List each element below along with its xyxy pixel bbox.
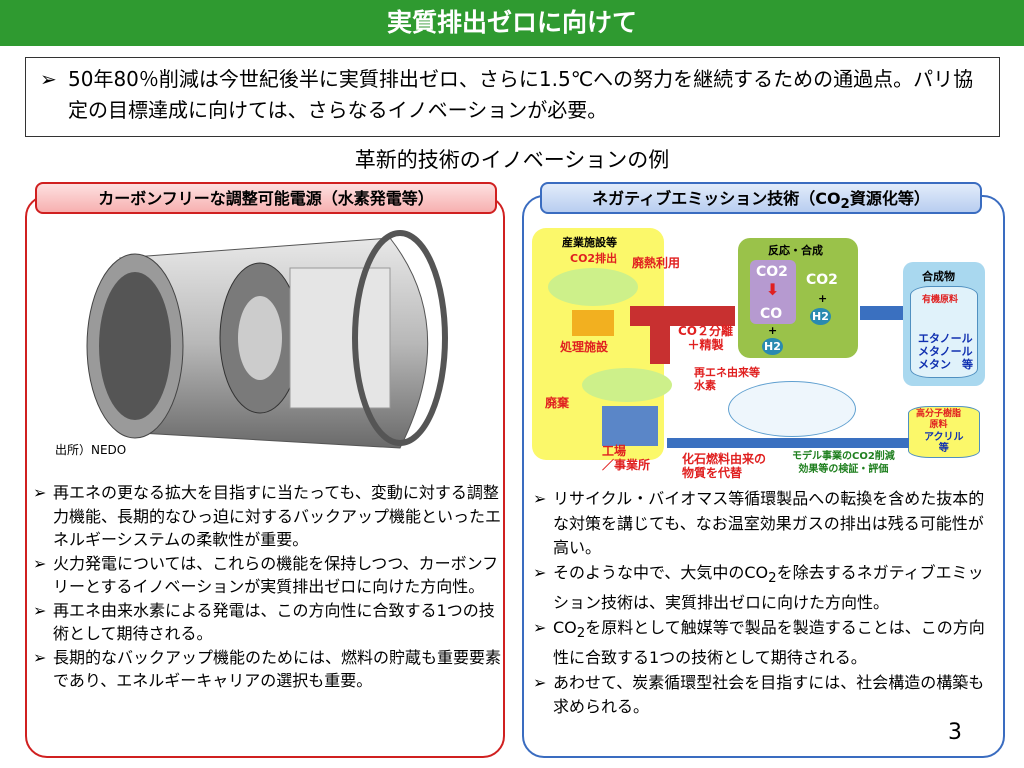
return-arrow	[667, 438, 909, 448]
page-number: 3	[948, 720, 962, 745]
left-panel-label: カーボンフリーな調整可能電源（水素発電等）	[35, 182, 497, 214]
co2-cloud-icon	[582, 368, 672, 402]
bullet-arrow-icon: ➢	[533, 489, 547, 508]
h2-icon: H2	[810, 308, 831, 325]
plus-sign: +	[768, 324, 778, 337]
waste-heat-label: 廃熱利用	[632, 256, 681, 270]
label-sub: 2	[840, 197, 850, 213]
left-bullets: ➢ 再エネの更なる拡大を目指すに当たっても、変動に対する調整力機能、長期的なひっ迫…	[33, 481, 503, 693]
output-arrow	[860, 306, 905, 320]
treatment-label: 処理施設	[560, 340, 609, 354]
model-label: モデル事業のCO2削減 効果等の検証・評価	[792, 451, 895, 475]
bullet-arrow-icon: ➢	[33, 647, 47, 667]
bullet-arrow-icon: ➢	[533, 617, 547, 637]
bullet-arrow-icon: ➢	[33, 553, 47, 573]
bullet-text: そのような中で、大気中のCO2を除去するネガティブエミッション技術は、実質排出ゼ…	[553, 562, 984, 613]
turbine-image	[86, 230, 448, 449]
bullet-text: 再エネの更なる拡大を目指すに当たっても、変動に対する調整力機能、長期的なひっ迫に…	[53, 483, 502, 549]
conversion-box	[750, 260, 796, 324]
label-text: ネガティブエミッション技術（CO	[592, 189, 841, 208]
separation-label: CO２分離 ＋精製	[678, 324, 734, 352]
h2-icon: H2	[762, 338, 783, 355]
bullet-text: あわせて、炭素循環型社会を目指すには、社会構造の構築も求められる。	[553, 672, 985, 717]
bullet-arrow-icon: ➢	[33, 483, 47, 502]
replace-label: 化石燃料由来の 物質を代替	[682, 452, 767, 480]
summary-text: 50年80％削減は今世紀後半に実質排出ゼロ、さらに1.5℃への努力を継続するため…	[68, 67, 974, 122]
co2-cloud-icon	[548, 268, 638, 306]
bullet-text: CO2を原料として触媒等で製品を製造することは、この方向性に合致する1つの技術と…	[553, 617, 985, 668]
disposal-label: 廃棄	[545, 396, 570, 410]
bullet-arrow-icon: ➢	[533, 672, 547, 692]
products-cylinder	[910, 286, 978, 378]
co-label: CO	[760, 306, 783, 322]
products-list: エタノール メタノール メタン 等	[918, 332, 973, 371]
bullet-text: 火力発電については、これらの機能を保持しつつ、カーボンフリーとするイノベーション…	[53, 553, 499, 597]
co2-label: CO2	[806, 272, 838, 288]
reaction-label: 反応・合成	[768, 244, 823, 257]
plus-sign: +	[818, 292, 828, 305]
right-bullets: ➢ リサイクル・バイオマス等循環製品への転換を含めた抜本的な対策を講じても、なお温…	[533, 487, 999, 720]
right-panel-label: ネガティブエミッション技術（CO2資源化等）	[540, 182, 982, 214]
organic-label: 有機原料	[922, 295, 959, 305]
co2-flow-arrow	[630, 306, 735, 326]
industrial-label: 産業施設等	[562, 236, 617, 249]
bullet-text: 再エネ由来水素による発電は、この方向性に合致する1つの技術として期待される。	[53, 600, 495, 644]
bullet-arrow-icon: ➢	[40, 67, 57, 91]
summary-box: ➢ 50年80％削減は今世紀後半に実質排出ゼロ、さらに1.5℃への努力を継続するた…	[25, 57, 1000, 137]
page-title: 実質排出ゼロに向けて	[0, 0, 1024, 46]
bullet-text: リサイクル・バイオマス等循環製品への転換を含めた抜本的な対策を講じても、なお温室…	[553, 489, 985, 557]
bullet-arrow-icon: ➢	[533, 562, 547, 582]
treatment-facility-icon	[572, 310, 614, 336]
co2-emission-label: CO2排出	[570, 252, 618, 265]
solar-panels-icon	[728, 381, 856, 437]
factory-icon	[602, 406, 658, 446]
products-label: 合成物	[922, 270, 955, 283]
polymer-label: 高分子樹脂 原料	[916, 409, 962, 430]
down-arrow-icon: ⬇	[766, 280, 780, 299]
bullet-arrow-icon: ➢	[33, 600, 47, 620]
factory-label: 工場 ／事業所	[602, 444, 651, 472]
image-source: 出所）NEDO	[55, 443, 127, 457]
label-text: 資源化等）	[849, 189, 930, 208]
co2-label: CO2	[756, 264, 788, 280]
renewable-h2-label: 再エネ由来等 水素	[694, 366, 760, 392]
polymer-cylinder	[908, 406, 980, 458]
bullet-text: 長期的なバックアップ機能のためには、燃料の貯蔵も重要要素であり、エネルギーキャリ…	[53, 647, 502, 691]
co2-cycle-diagram: 産業施設等 CO2排出 処理施設 廃棄 工場 ／事業所 廃熱利用 CO２分離 ＋…	[530, 226, 1005, 481]
acryl-label: アクリル 等	[924, 432, 964, 454]
section-subtitle: 革新的技術のイノベーションの例	[354, 148, 670, 172]
co2-flow-arrow	[650, 322, 670, 364]
